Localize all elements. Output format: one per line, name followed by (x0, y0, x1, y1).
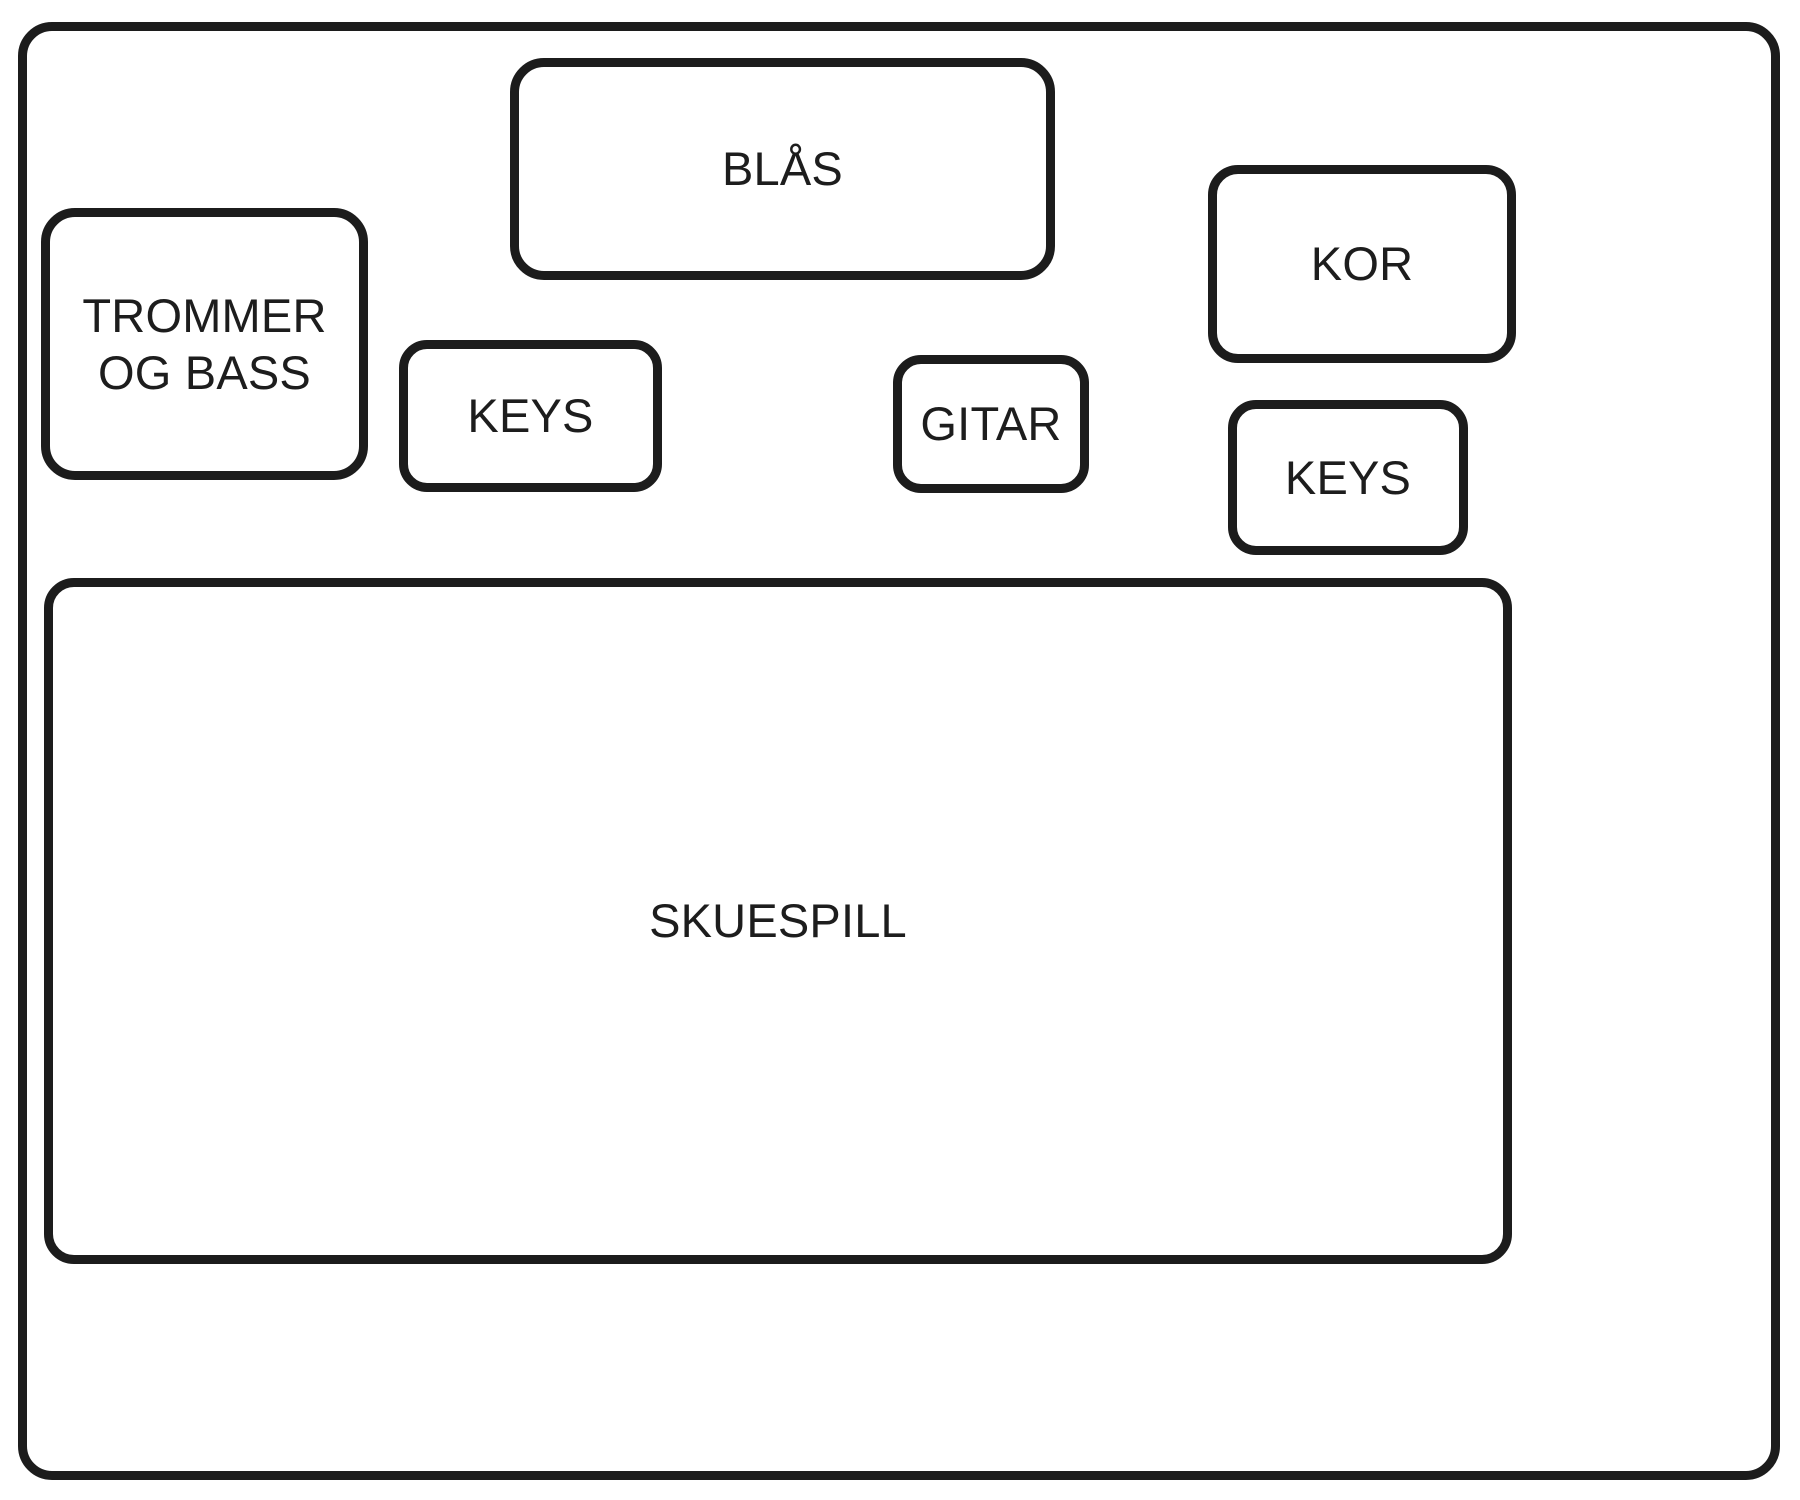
zone-trommer-og-bass-label: TROMMER OG BASS (82, 288, 327, 399)
zone-blas[interactable]: BLÅS (510, 58, 1055, 280)
zone-gitar-label: GITAR (920, 397, 1062, 451)
zone-trommer-og-bass[interactable]: TROMMER OG BASS (41, 208, 368, 480)
zone-kor[interactable]: KOR (1208, 165, 1516, 363)
zone-keys-right-label: KEYS (1284, 450, 1412, 504)
zone-keys-right[interactable]: KEYS (1228, 400, 1468, 555)
zone-blas-label: BLÅS (722, 142, 843, 196)
zone-kor-label: KOR (1310, 237, 1414, 291)
zone-keys-left[interactable]: KEYS (399, 340, 662, 492)
zone-skuespill-label: SKUESPILL (649, 894, 907, 948)
zone-gitar[interactable]: GITAR (893, 355, 1089, 493)
zone-skuespill[interactable]: SKUESPILL (44, 578, 1512, 1264)
zone-keys-left-label: KEYS (467, 389, 594, 443)
